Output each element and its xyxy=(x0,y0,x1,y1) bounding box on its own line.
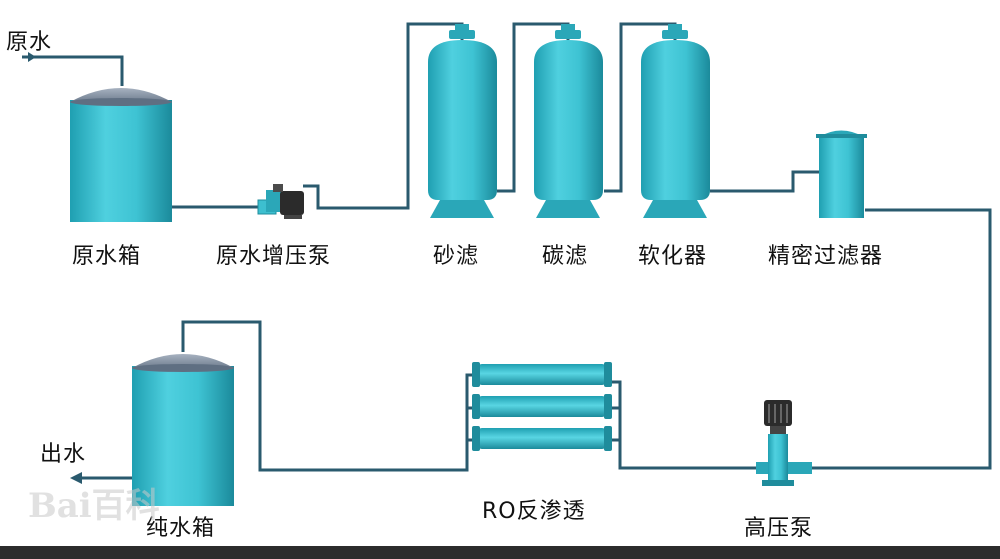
pipe-softener-to-precision xyxy=(710,170,820,193)
booster-pump xyxy=(257,184,304,219)
inlet-arrow-icon xyxy=(28,52,36,62)
pipe-ro-manifold-right xyxy=(612,382,622,442)
label-water-out: 出水 xyxy=(40,442,87,467)
sand-filter-vessel xyxy=(428,24,497,218)
label-carbon-filter: 碳滤 xyxy=(542,244,589,269)
carbon-filter-vessel xyxy=(534,24,603,218)
pipe-precision-to-hp-pump xyxy=(812,208,992,470)
label-softener: 软化器 xyxy=(638,244,708,269)
pure-water-tank xyxy=(132,354,234,506)
pipe-ro-manifold-left xyxy=(181,320,476,472)
bottom-bar xyxy=(0,546,1000,559)
pipe-hp-pump-to-ro xyxy=(612,380,756,470)
ro-membrane-2 xyxy=(472,394,612,419)
label-pure-water-tank: 纯水箱 xyxy=(146,516,216,541)
softener-vessel xyxy=(641,24,710,218)
baidu-watermark: Bai百科 xyxy=(28,486,160,526)
precision-filter-vessel xyxy=(816,130,867,218)
ro-membrane-3 xyxy=(472,426,612,451)
pipes xyxy=(22,22,992,480)
pipe-raw-water-inlet xyxy=(22,55,124,86)
outlet-arrow-icon xyxy=(70,472,82,484)
label-booster-pump: 原水增压泵 xyxy=(216,244,332,269)
label-ro-unit: RO反渗透 xyxy=(482,499,586,524)
label-precision-filter: 精密过滤器 xyxy=(768,244,884,269)
label-sand-filter: 砂滤 xyxy=(433,244,480,269)
label-high-pressure-pump: 高压泵 xyxy=(744,516,814,541)
ro-membrane-1 xyxy=(472,362,612,387)
raw-water-tank xyxy=(70,88,172,222)
label-raw-water-tank: 原水箱 xyxy=(72,244,142,269)
label-raw-water-in: 原水 xyxy=(6,30,53,55)
high-pressure-pump xyxy=(756,400,812,486)
